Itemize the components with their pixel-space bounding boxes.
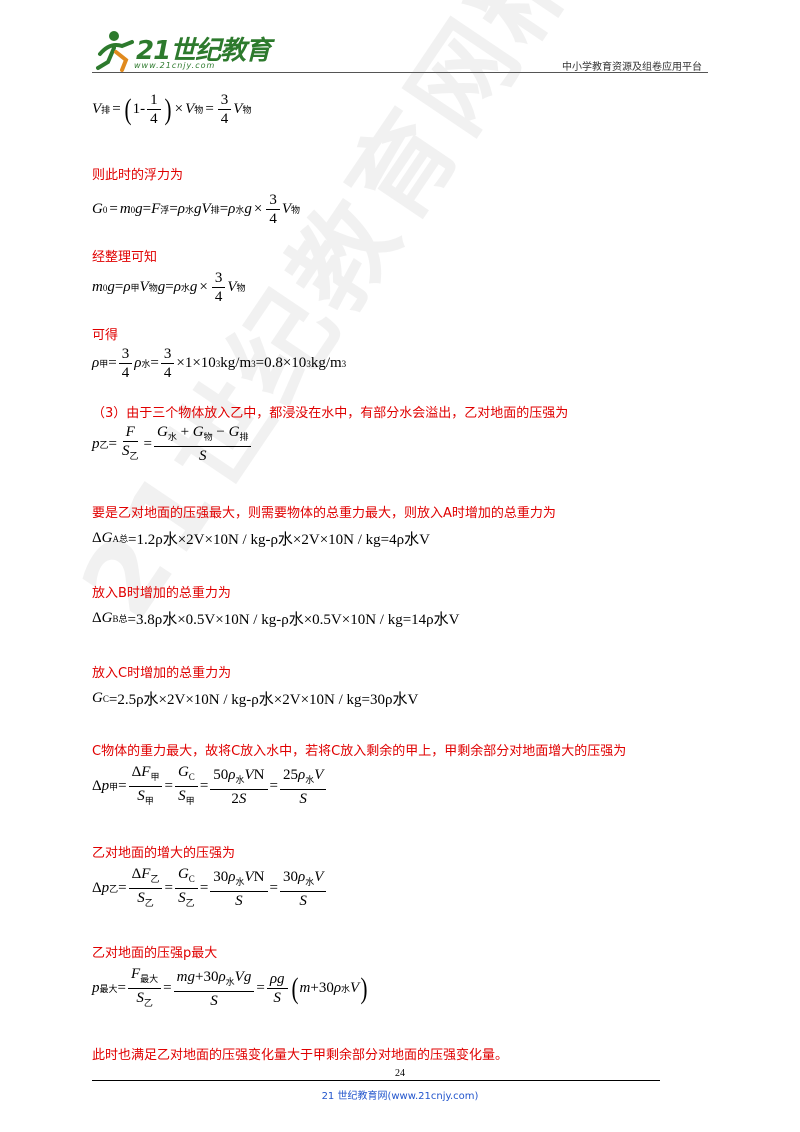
header-divider: [92, 72, 708, 73]
platform-title: 中小学教育资源及组卷应用平台: [562, 62, 702, 73]
text-put-b: 放入B时增加的总重力为: [92, 586, 231, 601]
text-simplify: 经整理可知: [92, 250, 158, 265]
delta-b-expression: =3.8ρ水×0.5V×10N / kg-ρ水×0.5V×10N / kg=14…: [127, 612, 460, 628]
logo-text: 21世纪教育: [136, 36, 271, 66]
density-value: =0.8×10: [255, 355, 307, 371]
logo-runner-icon: [96, 31, 134, 72]
gc-expression: =2.5ρ水×2V×10N / kg-ρ水×2V×10N / kg=30ρ水V: [108, 692, 419, 708]
text-put-c: 放入C时增加的总重力为: [92, 666, 232, 681]
page-number: 24: [395, 1068, 405, 1079]
text-buoyancy: 则此时的浮力为: [92, 168, 184, 183]
text-get: 可得: [92, 328, 119, 343]
text-yi-increase: 乙对地面的增大的压强为: [92, 846, 236, 861]
footer-site-link[interactable]: 21 世纪教育网(www.21cnjy.com): [321, 1091, 479, 1102]
text-part3: （3）由于三个物体放入乙中，都浸没在水中，有部分水会溢出，乙对地面的压强为: [92, 406, 569, 421]
delta-a-expression: =1.2ρ水×2V×10N / kg-ρ水×2V×10N / kg=4ρ水V: [128, 532, 430, 548]
text-max-weight: 要是乙对地面的压强最大，则需要物体的总重力最大，则放入A时增加的总重力为: [92, 506, 556, 521]
logo-url: www.21cnjy.com: [134, 61, 216, 70]
footer-divider: [92, 1080, 660, 1081]
text-c-heaviest: C物体的重力最大，故将C放入水中，若将C放入剩余的甲上，甲剩余部分对地面增大的压…: [92, 744, 627, 759]
text-conclusion: 此时也满足乙对地面的压强变化量大于甲剩余部分对地面的压强变化量。: [92, 1048, 509, 1063]
text-yi-max: 乙对地面的压强p最大: [92, 946, 218, 961]
